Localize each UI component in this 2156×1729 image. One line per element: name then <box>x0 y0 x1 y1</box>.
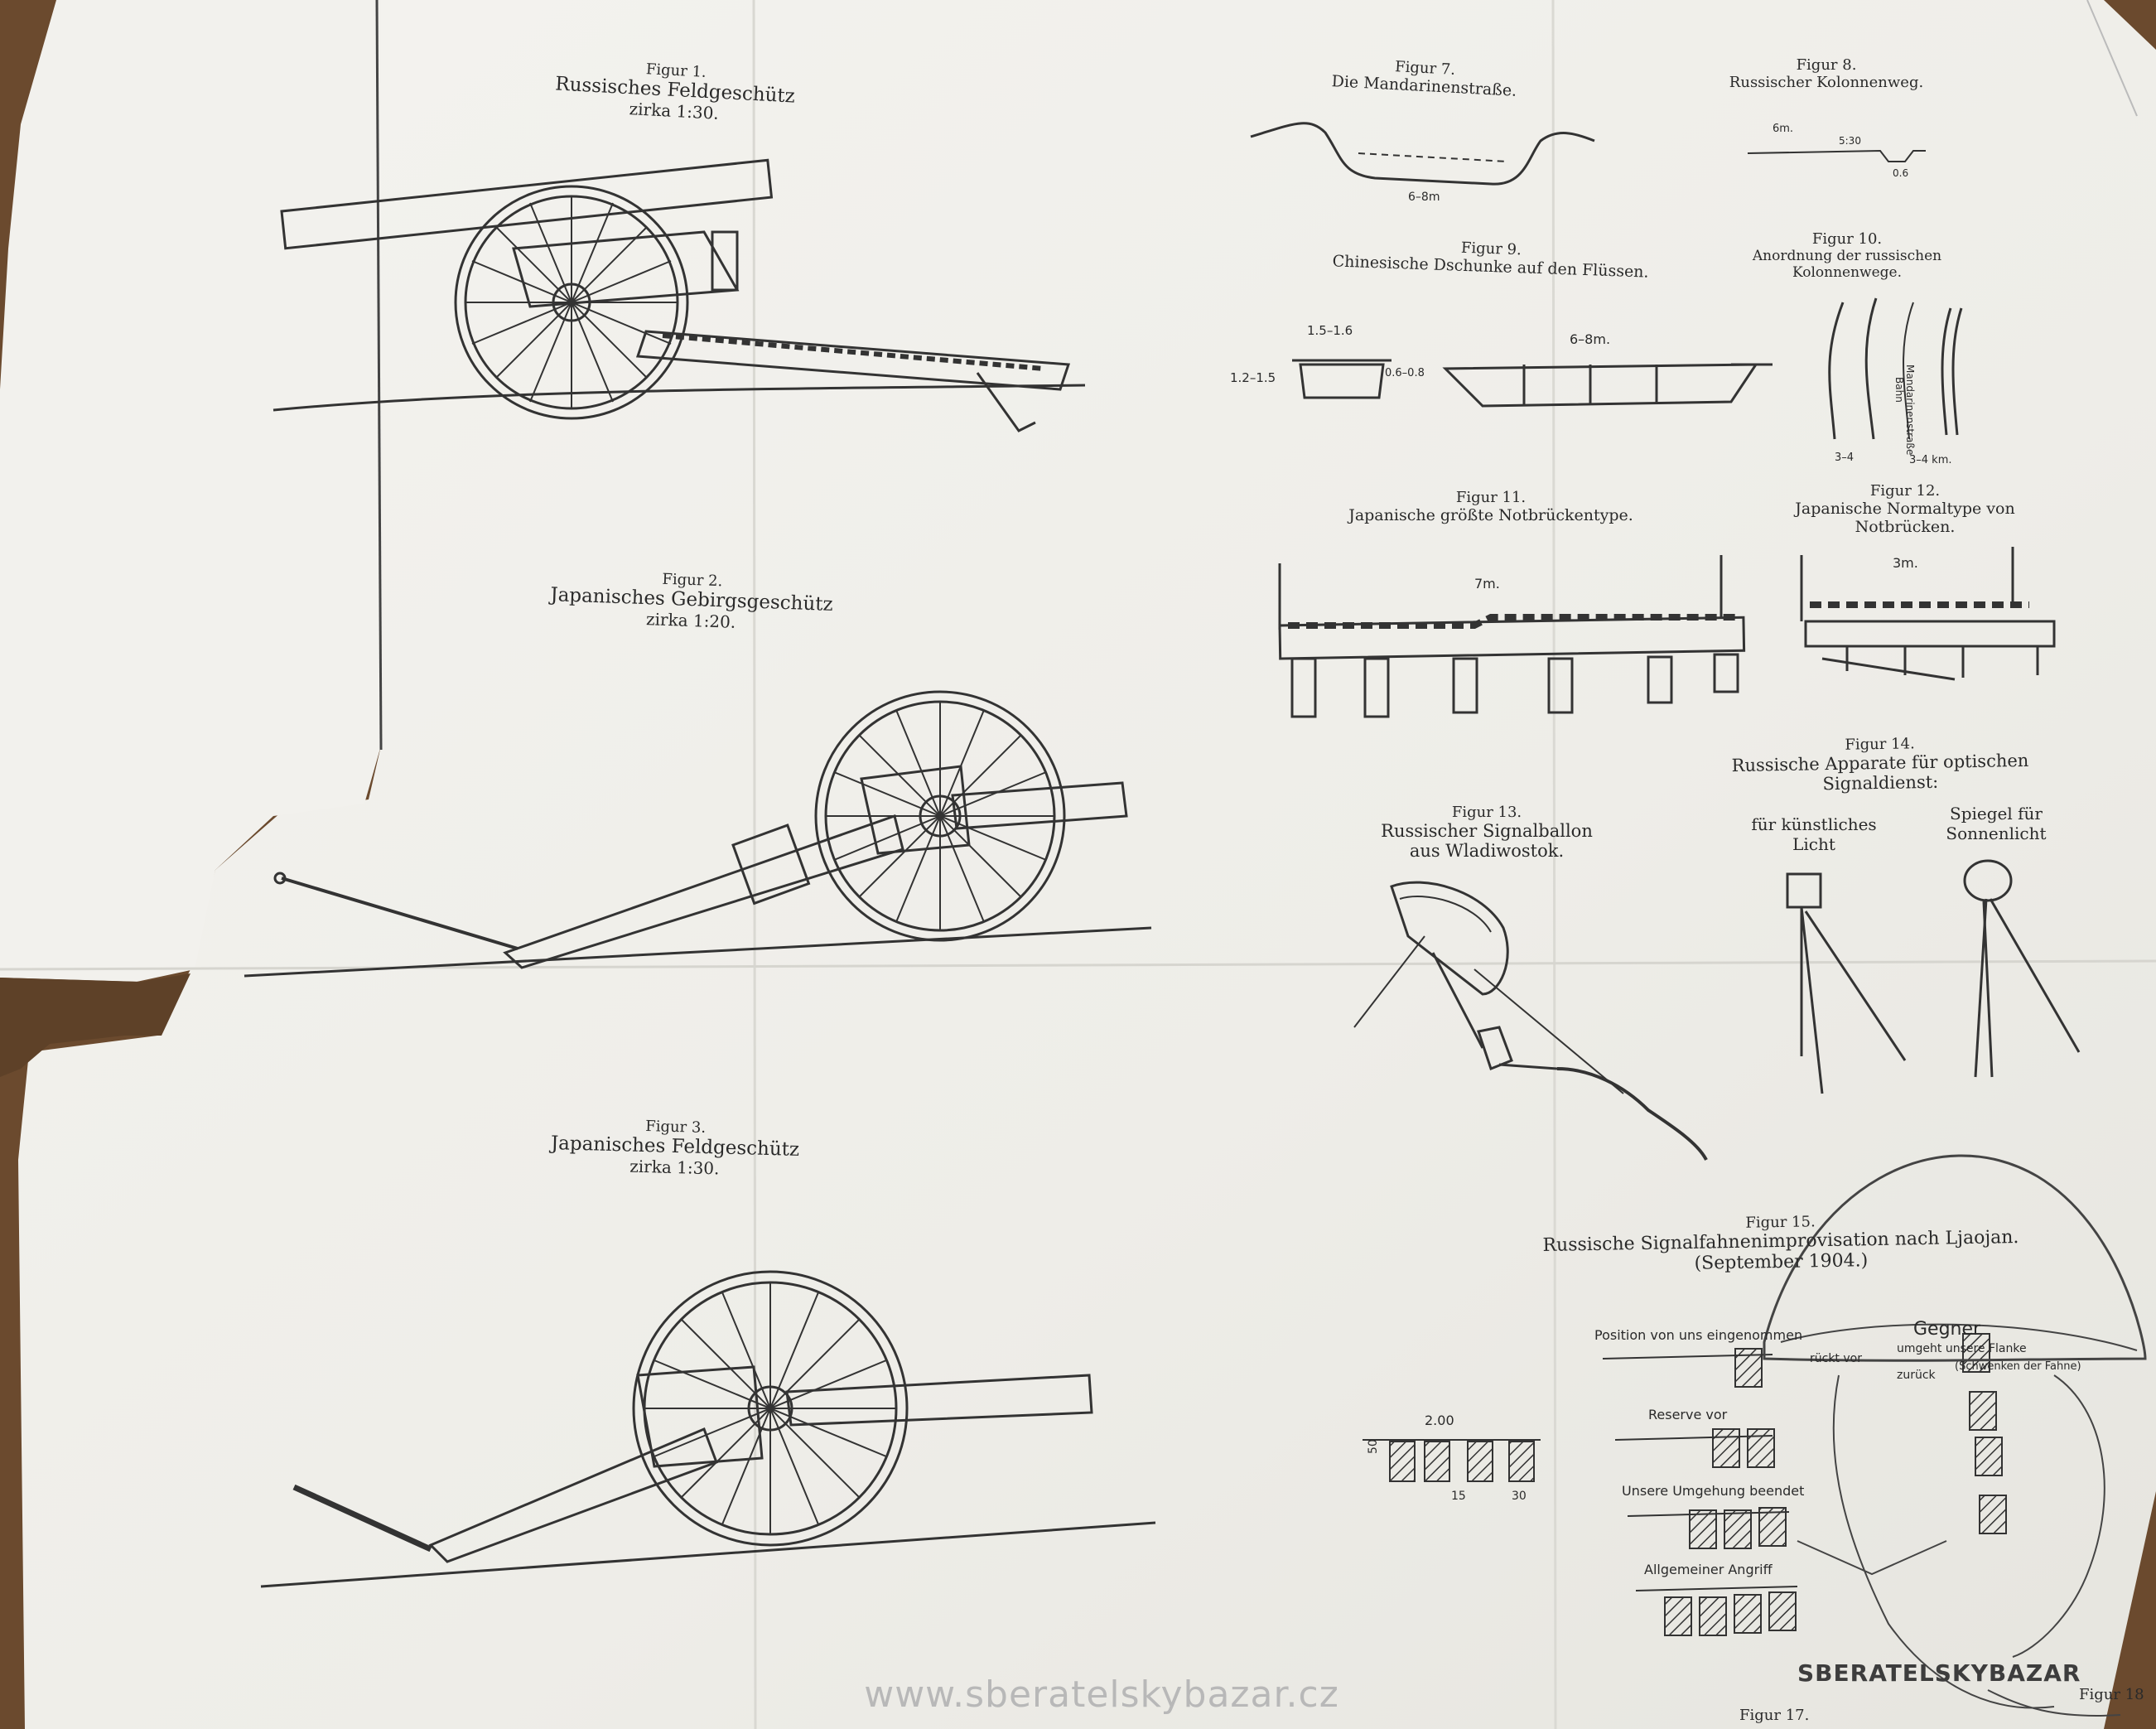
signal-angriff: Allgemeiner Angriff <box>1644 1562 1773 1577</box>
figure-12-title-2: Notbrücken. <box>1855 518 1956 536</box>
figure-9-small-height: 1.2–1.5 <box>1230 370 1276 385</box>
figure-10-gap-1: 3–4 <box>1835 452 1855 464</box>
figure-10-road: Mandarinenstraße <box>1904 365 1916 456</box>
figure-8-caption: Figur 8. Russischer Kolonnenweg. <box>1723 56 1930 91</box>
figure-7-drawing <box>1250 122 1595 186</box>
figure-3-drawing <box>260 1270 1156 1588</box>
figure-2-caption: Figur 2. Japanisches Gebirgsgeschütz zir… <box>542 567 842 636</box>
figure-15-height: 50 <box>1367 1439 1380 1454</box>
figure-14-left-caption: für künstliches Licht <box>1731 814 1897 854</box>
figure-11-title: Japanische größte Notbrückentype. <box>1348 506 1633 524</box>
figure-7-width: 6–8m <box>1408 191 1440 204</box>
figure-12-span: 3m. <box>1893 555 1918 571</box>
figure-9-small-draft: 0.6–0.8 <box>1385 367 1425 379</box>
figure-14-right-2: Sonnenlicht <box>1946 823 2047 843</box>
soldier-illustration <box>1763 1154 2147 1717</box>
figure-12-caption: Figur 12. Japanische Normaltype von Notb… <box>1781 482 2029 536</box>
figure-17-label: Figur 17. <box>1739 1707 1810 1724</box>
figure-13-title-2: aus Wladiwostok. <box>1409 841 1565 861</box>
figure-15-width: 2.00 <box>1425 1413 1454 1428</box>
watermark-url: www.sberatelskybazar.cz <box>864 1673 1339 1716</box>
figure-2-drawing <box>244 690 1152 978</box>
figure-9-small-width: 1.5–1.6 <box>1307 323 1353 338</box>
figure-14-caption: Figur 14. Russische Apparate für optisch… <box>1714 733 2046 796</box>
figure-10-gap-2: 3–4 km. <box>1909 454 1952 466</box>
figure-15-w2: 30 <box>1512 1490 1527 1503</box>
figure-10-drawing <box>1828 297 1963 440</box>
figure-8-label: Figur 8. <box>1796 56 1857 74</box>
figure-11-drawing <box>1278 555 1746 718</box>
signal-umgehung: umgeht unsere Flanke <box>1897 1342 2027 1355</box>
signal-gegner: Gegner <box>1913 1319 1981 1340</box>
signal-schwenken: (Schwenken der Fahne) <box>1955 1360 2081 1373</box>
figure-12-title-1: Japanische Normaltype von <box>1795 500 2015 518</box>
figure-10-title-1: Anordnung der russischen <box>1752 248 1942 264</box>
figure-14-left-2: Licht <box>1792 834 1835 854</box>
figure-14-right-caption: Spiegel für Sonnenlicht <box>1922 804 2071 843</box>
figure-13-title-1: Russischer Signalballon <box>1381 821 1593 841</box>
figure-10-bahn: Bahn <box>1893 377 1905 403</box>
figure-8-title: Russischer Kolonnenweg. <box>1729 74 1924 91</box>
figure-10-title-2: Kolonnenwege. <box>1792 264 1902 281</box>
signal-reserve: Reserve vor <box>1648 1407 1728 1422</box>
figure-9-drawing <box>1292 359 1773 408</box>
figure-13-caption: Figur 13. Russischer Signalballon aus Wl… <box>1375 804 1599 861</box>
figure-8-top: 6m. <box>1773 123 1794 135</box>
figure-9-large-width: 6–8m. <box>1570 331 1611 347</box>
figure-8-mid: 5:30 <box>1839 135 1861 147</box>
figure-11-span: 7m. <box>1474 576 1500 592</box>
brand-watermark: SBERATELSKYBAZAR <box>1797 1659 2081 1687</box>
figure-15-drawing <box>1363 1333 2007 1636</box>
figure-13-drawing <box>1353 881 1708 1161</box>
figure-15-caption: Figur 15. Russische Signalfahnenimprovis… <box>1531 1210 2029 1277</box>
figure-14-left-1: für künstliches <box>1751 814 1877 834</box>
figure-12-label: Figur 12. <box>1869 482 1941 500</box>
figure-11-caption: Figur 11. Japanische größte Notbrückenty… <box>1334 489 1648 524</box>
signal-zurueck: zurück <box>1897 1369 1936 1382</box>
figure-11-label: Figur 11. <box>1455 489 1527 506</box>
figure-13-label: Figur 13. <box>1451 804 1522 821</box>
figure-8-drawing <box>1747 149 1926 162</box>
figure-8-low: 0.6 <box>1893 167 1909 179</box>
signal-rueckt-vor: rückt vor <box>1810 1352 1862 1365</box>
figure-15-w1: 15 <box>1451 1490 1466 1503</box>
figure-14-drawing <box>1786 859 2081 1094</box>
figure-10-label: Figur 10. <box>1811 230 1883 248</box>
signal-position: Position von uns eingenommen <box>1594 1327 1803 1343</box>
figure-1-drawing <box>273 158 1086 432</box>
signal-unsere-umgehung: Unsere Umgehung beendet <box>1622 1483 1805 1499</box>
figure-3-caption: Figur 3. Japanisches Feldgeschütz zirka … <box>525 1114 825 1181</box>
figure-14-right-1: Spiegel für <box>1950 804 2043 823</box>
figure-12-drawing <box>1800 547 2056 681</box>
figure-10-caption: Figur 10. Anordnung der russischen Kolon… <box>1739 230 1955 281</box>
figure-18-label: Figur 18 <box>2079 1686 2144 1703</box>
